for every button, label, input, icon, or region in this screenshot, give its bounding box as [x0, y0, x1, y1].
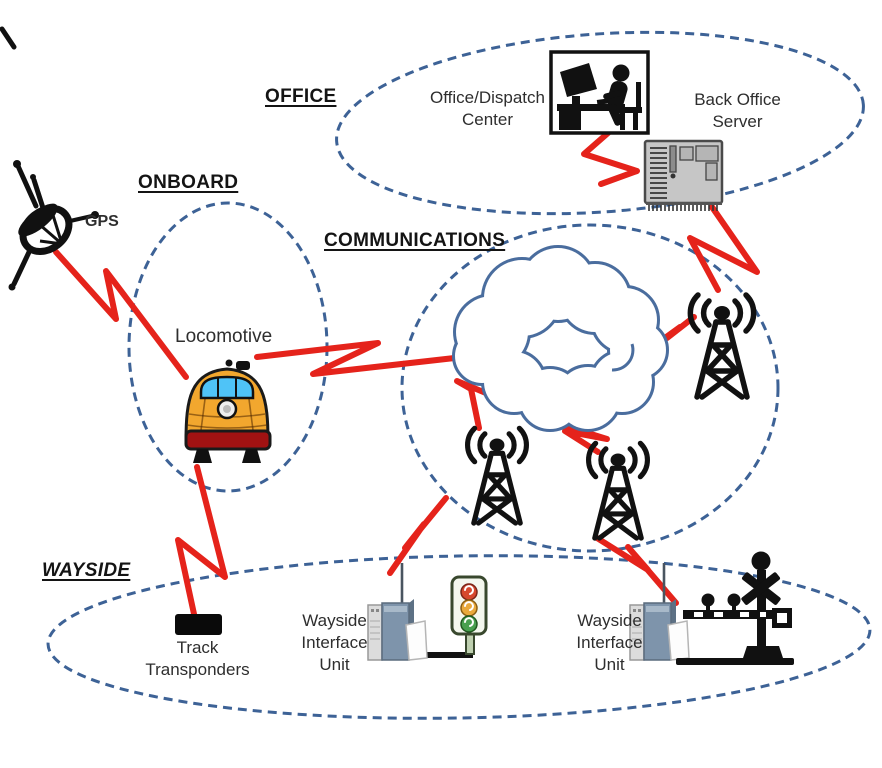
radio-tower-icon [589, 443, 648, 538]
office-group-ellipse [335, 30, 865, 216]
communications-group-title: COMMUNICATIONS [324, 230, 506, 251]
link-gps-locomotive [53, 249, 189, 380]
railroad-crossing-icon [676, 551, 794, 665]
locomotive-label: Locomotive [175, 326, 273, 347]
link-dispatch-server [581, 130, 640, 187]
link-cloud-tower2 [454, 378, 508, 431]
link-locomotive-cloud [254, 340, 493, 377]
onboard-group-title: ONBOARD [138, 172, 239, 193]
track-transponder-icon [175, 614, 222, 635]
wayside-group-title: WAYSIDE [42, 560, 131, 581]
radio-tower-icon [468, 428, 527, 523]
track-transponders-label: Track Transponders [145, 638, 250, 679]
dispatch-operator-icon [549, 50, 650, 135]
wayside-interface-unit-1-label: Wayside Interface Unit [301, 611, 368, 674]
back-office-server-label: Back Office Server [694, 90, 781, 131]
back-office-server-icon [643, 139, 724, 211]
link-tower3-wiu2 [594, 535, 679, 606]
gps-label: GPS [85, 213, 119, 230]
office-group-title: OFFICE [265, 86, 337, 107]
link-server-tower1 [687, 204, 760, 293]
traffic-signal-icon [450, 575, 488, 655]
wayside-interface-unit-2-label: Wayside Interface Unit [576, 611, 643, 674]
network-cloud-icon [452, 245, 669, 432]
link-locomotive-transponder [175, 464, 228, 617]
link-cloud-tower3 [533, 414, 610, 455]
gps-satellite-icon [8, 160, 99, 291]
radio-tower-icon [690, 295, 753, 397]
locomotive-icon [184, 359, 272, 463]
communications-group-ellipse [400, 223, 780, 553]
stray-mark [0, 26, 17, 50]
link-tower2-wiu1 [387, 495, 449, 576]
wayside-group-ellipse [46, 554, 872, 720]
dispatch-center-label: Office/Dispatch Center [430, 88, 545, 129]
